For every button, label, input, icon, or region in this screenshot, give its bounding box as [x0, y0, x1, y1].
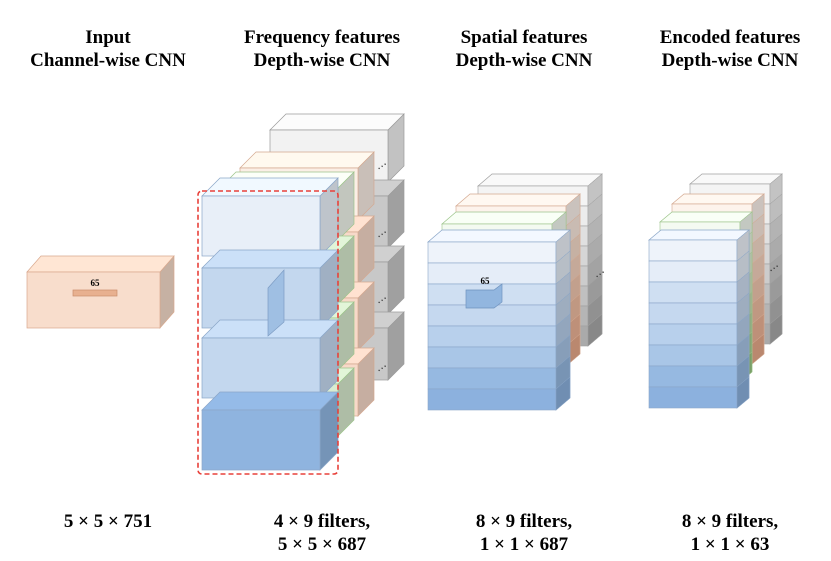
header-frequency-subtitle: Depth-wise CNN — [253, 50, 391, 71]
header-frequency-title: Frequency features — [243, 27, 401, 48]
frequency-kernel-slab — [267, 269, 285, 337]
spec-encoded-line1: 8 × 9 filters, — [681, 511, 779, 532]
encoded-front-stack — [648, 229, 750, 409]
spec-input-line1: 5 × 5 × 751 — [63, 511, 153, 532]
spec-frequency-line2: 5 × 5 × 687 — [277, 534, 367, 555]
header-encoded-subtitle: Depth-wise CNN — [661, 50, 799, 71]
spec-spatial-line1: 8 × 9 filters, — [475, 511, 573, 532]
spatial-front-stack-row-2 — [427, 262, 557, 285]
spec-spatial: 8 × 9 filters, 1 × 1 × 687 — [424, 510, 624, 556]
encoded-front-stack-row-6 — [648, 344, 738, 367]
encoded-front-stack-row-3 — [648, 281, 738, 304]
spec-spatial-line2: 1 × 1 × 687 — [479, 534, 569, 555]
input-kernel-label: 65 — [91, 278, 101, 288]
frequency-front-block-1 — [201, 177, 339, 257]
encoded-front-stack-row-2 — [648, 260, 738, 283]
input-volume-block — [26, 255, 175, 329]
encoded-front-stack-row-5 — [648, 323, 738, 346]
spatial-kernel-block — [465, 283, 503, 309]
header-spatial: Spatial features Depth-wise CNN — [424, 26, 624, 72]
header-input-title: Input — [85, 27, 131, 48]
spatial-front-stack-row-8 — [427, 388, 557, 411]
header-encoded-title: Encoded features — [659, 27, 801, 48]
header-spatial-subtitle: Depth-wise CNN — [455, 50, 593, 71]
input-kernel-strip — [72, 289, 118, 297]
spec-frequency-line1: 4 × 9 filters, — [273, 511, 371, 532]
header-spatial-title: Spatial features — [460, 27, 588, 48]
frequency-front-block-2 — [201, 249, 339, 329]
spatial-front-stack-row-5 — [427, 325, 557, 348]
header-encoded: Encoded features Depth-wise CNN — [630, 26, 830, 72]
encoded-front-stack-row-8 — [648, 386, 738, 409]
encoded-front-stack-row-1 — [648, 239, 738, 262]
spatial-front-stack-row-6 — [427, 346, 557, 369]
spatial-front-stack-row-1 — [427, 241, 557, 264]
header-input: Input Channel-wise CNN — [8, 26, 208, 72]
spec-frequency: 4 × 9 filters, 5 × 5 × 687 — [212, 510, 432, 556]
frequency-front-block-4 — [201, 391, 339, 471]
spec-encoded: 8 × 9 filters, 1 × 1 × 63 — [630, 510, 830, 556]
spatial-front-stack-row-7 — [427, 367, 557, 390]
header-input-subtitle: Channel-wise CNN — [30, 50, 186, 71]
spec-encoded-line2: 1 × 1 × 63 — [690, 534, 770, 555]
highlight-frame — [197, 190, 339, 475]
spatial-front-stack — [427, 229, 571, 411]
header-frequency: Frequency features Depth-wise CNN — [212, 26, 432, 72]
spatial-kernel-label: 65 — [481, 276, 491, 286]
spec-input: 5 × 5 × 751 — [8, 510, 208, 533]
encoded-front-stack-row-4 — [648, 302, 738, 325]
encoded-front-stack-row-7 — [648, 365, 738, 388]
